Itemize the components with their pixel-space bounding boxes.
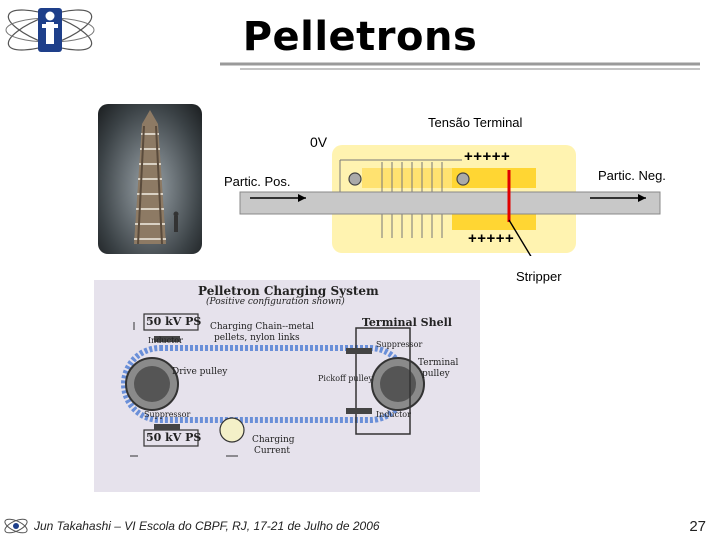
ps-bottom-label: 50 kV PS [146, 431, 202, 444]
suppressor-left-label: Suppressor [144, 410, 191, 419]
terminal-ion [456, 172, 470, 186]
schematic-subtitle: (Positive configuration shown) [206, 297, 345, 307]
chain-label-1: Charging Chain--metal [210, 322, 314, 332]
label-tensao-terminal: Tensão Terminal [428, 115, 523, 130]
university-logo [5, 8, 95, 52]
label-stripper: Stripper [516, 269, 562, 284]
label-0v: 0V [310, 134, 328, 150]
slide-title: Pelletrons [242, 14, 478, 60]
inductor-left-label: Inductor [148, 336, 183, 345]
suppressor-right-label: Suppressor [376, 340, 423, 349]
current-meter [219, 417, 245, 443]
terminal-pulley-label-1: Terminal [418, 358, 459, 368]
accelerator-diagram [239, 145, 661, 256]
drive-pulley-label: Drive pulley [172, 367, 228, 377]
charging-current-label-1: Charging [252, 435, 295, 445]
beam-tube [239, 191, 661, 215]
terminal-shell-box [355, 327, 411, 435]
pickoff-pulley-label: Pickoff pulley [318, 374, 373, 383]
inductor-right-label: Inductor [376, 410, 411, 419]
schematic-drawing [121, 313, 425, 457]
page-number: 27 [689, 518, 706, 535]
terminal-shell-label: Terminal Shell [362, 316, 452, 329]
footer-text: Jun Takahashi – VI Escola do CBPF, RJ, 1… [34, 519, 380, 533]
label-partic-pos: Partic. Pos. [224, 174, 291, 189]
ion-source [348, 172, 362, 186]
label-partic-neg: Partic. Neg. [598, 168, 666, 183]
charging-current-label-2: Current [254, 446, 291, 456]
ps-top-box [143, 313, 199, 331]
terminal-pulley-label-2: pulley [422, 369, 450, 379]
chain-label-2: pellets, nylon links [214, 333, 300, 343]
pelletron-photo [98, 104, 202, 254]
stripper-pointer [508, 219, 532, 256]
title-underline [220, 62, 700, 70]
terminal-bottom [452, 212, 536, 230]
plus-charges-bottom: +++++ [468, 230, 515, 247]
schematic-title: Pelletron Charging System [198, 284, 379, 298]
ps-top-label: 50 kV PS [146, 315, 202, 328]
terminal-top [452, 168, 536, 188]
terminal-left [362, 168, 452, 188]
plus-charges-top: +++++ [464, 148, 511, 165]
footer-logo [4, 518, 28, 534]
